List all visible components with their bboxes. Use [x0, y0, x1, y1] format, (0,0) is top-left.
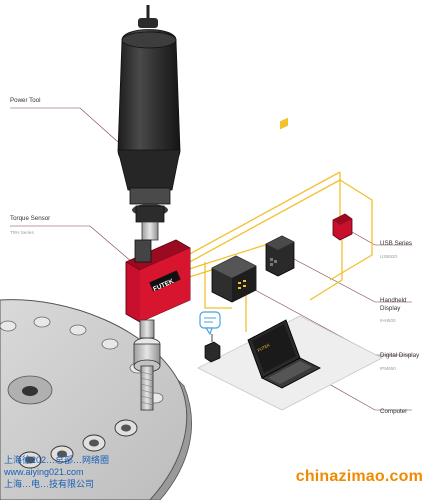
laptop-screen-logo: FUTEK	[257, 342, 271, 353]
label-handheld-model: IHH500	[380, 318, 396, 323]
torque-sensor: FUTEK	[125, 239, 191, 323]
handheld-display	[265, 117, 295, 277]
label-power-tool: Power Tool	[10, 97, 41, 104]
label-usb-series: USB Series	[380, 240, 412, 247]
socket-spindle	[133, 319, 161, 411]
laptop-computer: FUTEK	[247, 319, 321, 389]
label-torque-sensor: Torque Sensor	[10, 215, 51, 222]
power-tool	[117, 5, 181, 241]
speech-bubble-icon	[199, 311, 221, 336]
usb-module	[332, 213, 353, 241]
label-digital-display-model: IPM650	[380, 366, 396, 371]
bolt-heads	[18, 419, 138, 469]
digital-display	[211, 255, 257, 303]
label-computer: Computer	[380, 408, 408, 415]
power-adapter	[204, 334, 221, 363]
connection-wires	[185, 171, 373, 332]
label-handheld-line1: Handheld	[380, 297, 407, 304]
label-handheld-line2: Display	[380, 305, 401, 312]
label-usb-model: USB520	[380, 254, 398, 259]
label-torque-sensor-series: TRH Series	[10, 230, 34, 235]
label-digital-display: Digital Display	[380, 352, 420, 359]
watermark-left-line3: 上海…电…技有限公司	[4, 479, 95, 489]
watermark-left-line1: 上海徐202…总部…网络圈	[4, 455, 110, 465]
watermark-right: chinazimao.com	[295, 468, 423, 485]
watermark-left-line2: www.aiying021.com	[4, 467, 84, 477]
